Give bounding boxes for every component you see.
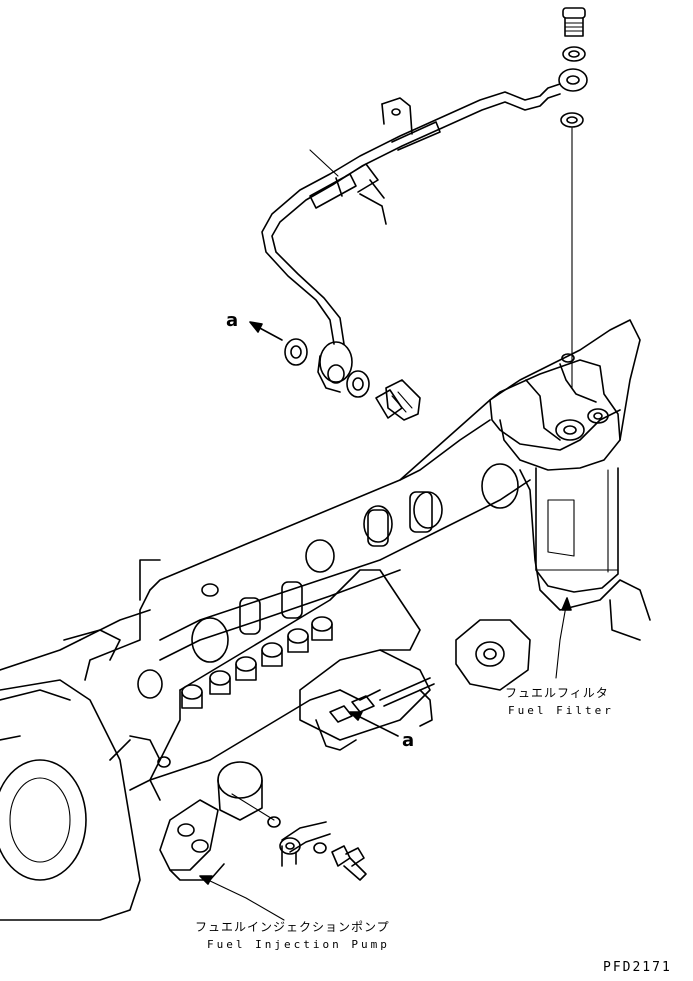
fuel-filter-label-jp: フュエルフィルタ bbox=[505, 686, 609, 700]
bottom-bolt bbox=[331, 845, 367, 881]
injection-pump-label-jp: フュエルインジェクションポンプ bbox=[195, 920, 390, 934]
bottom-banjo bbox=[279, 821, 331, 867]
fuel-filter bbox=[489, 353, 621, 593]
leader-fuel-filter bbox=[555, 597, 572, 679]
fuel-filter-label-en: Fuel Filter bbox=[508, 704, 614, 717]
top-washer-lower bbox=[560, 112, 584, 128]
flywheel-housing bbox=[0, 679, 141, 921]
injection-pump-label-en: Fuel Injection Pump bbox=[207, 938, 390, 951]
assembly-line-bottom bbox=[231, 793, 275, 821]
drawing-code: PFD2171 bbox=[603, 960, 672, 975]
leader-injection-pump bbox=[199, 875, 285, 921]
top-banjo-eye bbox=[558, 68, 588, 92]
ref-arrow-a-bottom bbox=[349, 711, 399, 737]
top-banjo-bolt bbox=[562, 7, 586, 37]
ref-arrow-a-top bbox=[249, 321, 283, 341]
washer-right bbox=[346, 370, 370, 398]
injection-pump bbox=[109, 569, 435, 881]
ref-label-a-bottom: a bbox=[402, 730, 415, 751]
fuel-pipe bbox=[261, 83, 561, 393]
hollow-bolt bbox=[375, 379, 421, 421]
ref-label-a-top: a bbox=[226, 310, 239, 331]
bottom-washer bbox=[267, 816, 281, 828]
top-washer-upper bbox=[562, 46, 586, 62]
washer-left bbox=[284, 338, 308, 366]
engine-block bbox=[0, 319, 651, 727]
delivery-valves bbox=[181, 616, 333, 709]
bottom-small-washer bbox=[313, 842, 327, 854]
